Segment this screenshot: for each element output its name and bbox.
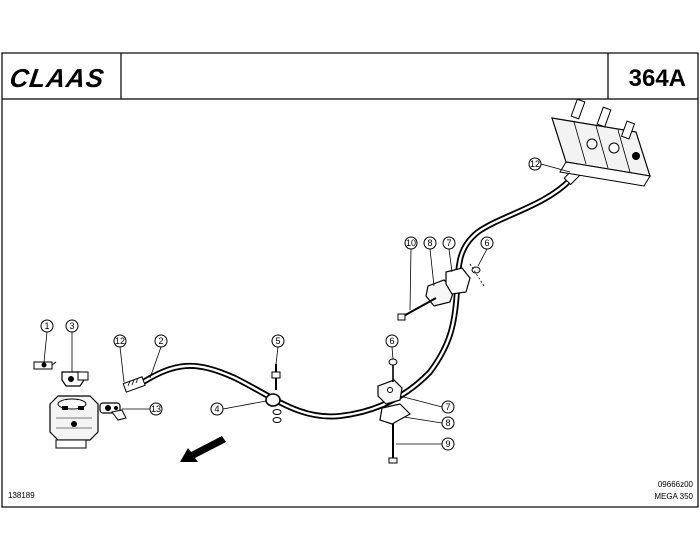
hose-bracket-upper [397,263,485,321]
page-number: 364A [629,65,686,92]
callout-12-left-label: 12 [115,336,125,346]
sheet-frame [1,52,699,508]
callout-2-label: 2 [158,336,163,346]
callout-1-label: 1 [44,321,49,331]
callout-7-middle-label: 7 [445,402,450,412]
hose-assembly [122,167,582,420]
callout-6-middle-label: 6 [389,336,394,346]
hose-bracket-middle [377,358,411,464]
callout-7-upper-label: 7 [446,238,451,248]
hydraulic-hose [137,177,573,420]
machine-model: MEGA 350 [654,492,693,501]
hydraulic-pump [49,395,99,449]
callout-3-label: 3 [69,321,74,331]
diagram-code: 09666z00 [658,480,694,489]
callout-8-upper-label: 8 [427,238,432,248]
callout-13-label: 13 [151,404,161,414]
elbow-fitting [61,371,89,387]
direction-arrow [180,436,226,462]
drawing-number: 138189 [8,491,35,500]
control-valve-block [551,98,651,187]
union-fitting [33,361,57,370]
callout-6-upper-label: 6 [484,238,489,248]
callout-12-right-label: 12 [530,159,540,169]
brand-logo: CLAAS [8,63,107,93]
hydraulic-hose-highlight [138,178,572,418]
callout-9-label: 9 [445,439,450,449]
callouts: 1 3 12 2 13 5 4 6 7 8 [40,157,571,451]
callout-5-label: 5 [275,336,280,346]
hose-end-fitting-left [122,376,146,393]
hose-clamp-lower [265,364,282,423]
callout-4-label: 4 [214,404,219,414]
banjo-fitting [99,402,127,421]
callout-10-label: 10 [406,238,416,248]
callout-8-middle-label: 8 [445,418,450,428]
